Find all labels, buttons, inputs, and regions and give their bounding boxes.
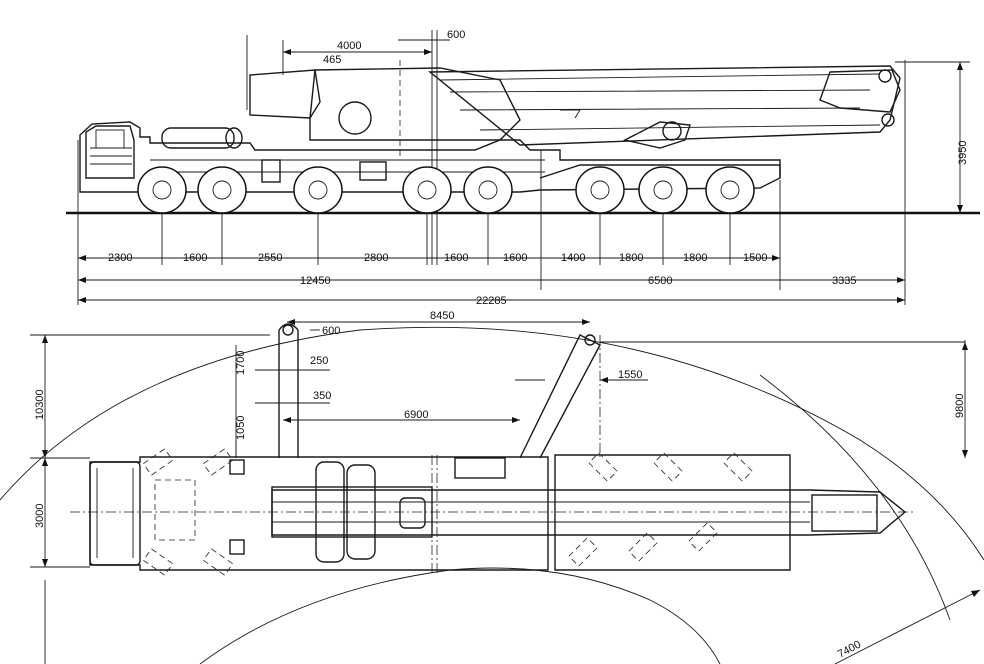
dim-1700: 1700	[235, 351, 247, 375]
trailer-top	[554, 454, 791, 571]
trailer-frame	[539, 164, 781, 179]
top-view: 8450 600 250 350 6900 1550 1700 1050 103…	[0, 310, 984, 664]
dim-3000: 3000	[34, 504, 46, 528]
sheave-bottom	[881, 113, 895, 127]
dim-1800-b: 1800	[683, 252, 707, 264]
counterweight	[249, 69, 321, 119]
dim-1050: 1050	[235, 416, 247, 440]
dim-6900: 6900	[404, 409, 428, 421]
cab-top	[89, 461, 141, 566]
dim-1800-a: 1800	[619, 252, 643, 264]
dim-1600-b: 1600	[444, 252, 468, 264]
dimension-lines	[78, 39, 961, 301]
dim-4000: 4000	[337, 40, 361, 52]
dim-1400: 1400	[561, 252, 585, 264]
outrigger-right	[519, 334, 601, 459]
dim-7400: 7400	[836, 639, 863, 661]
dim-1600-a: 1600	[183, 252, 207, 264]
dim-1550: 1550	[618, 369, 642, 381]
dim-2550: 2550	[258, 252, 282, 264]
dim-2800: 2800	[364, 252, 388, 264]
slew-radius-arc-inner	[199, 567, 721, 664]
dim-6500: 6500	[648, 275, 672, 287]
slew-radius-arc-right	[759, 374, 951, 621]
dim-1600-c: 1600	[503, 252, 527, 264]
arrowheads	[78, 49, 963, 303]
dim-2300: 2300	[108, 252, 132, 264]
top-arrowheads	[42, 319, 980, 597]
outriggers	[278, 323, 601, 459]
slew-radius-arc-outer	[0, 326, 984, 561]
boom-head-top	[811, 494, 878, 532]
dim-250: 250	[310, 355, 328, 367]
side-wheels	[137, 166, 755, 214]
side-view: 2300 1600 2550 2800 1600 1600 1400 1800 …	[66, 29, 980, 307]
dim-10300: 10300	[34, 389, 46, 420]
boom-top	[271, 489, 907, 536]
top-wheels	[142, 448, 753, 576]
slew-ring	[338, 101, 372, 135]
dim-12450: 12450	[300, 275, 331, 287]
dim-9800: 9800	[954, 394, 966, 418]
dim-1500: 1500	[743, 252, 767, 264]
dim-3335: 3335	[832, 275, 856, 287]
dim-600-side: 600	[322, 325, 340, 337]
top-dimension-labels: 8450 600 250 350 6900 1550 1700 1050 103…	[34, 310, 966, 661]
carrier-top	[70, 335, 915, 575]
boom-tip	[819, 69, 901, 113]
battery-box	[261, 159, 281, 183]
dim-22285: 22285	[476, 295, 507, 307]
dim-465: 465	[323, 54, 341, 66]
cab-window	[95, 129, 125, 149]
upper-structure	[249, 60, 901, 160]
engine-tank	[161, 127, 235, 149]
dim-600-top: 600	[447, 29, 465, 41]
cab-grille	[90, 147, 132, 165]
hook-block	[622, 121, 691, 149]
tool-box	[359, 161, 387, 181]
sheave-top	[878, 69, 892, 83]
dim-350: 350	[313, 390, 331, 402]
boom	[428, 65, 901, 146]
jack-pads	[229, 459, 245, 555]
dim-3950: 3950	[957, 141, 969, 165]
cab	[85, 125, 135, 179]
dim-8450: 8450	[430, 310, 454, 322]
side-dimension-labels: 2300 1600 2550 2800 1600 1600 1400 1800 …	[108, 29, 969, 307]
superstructure	[309, 67, 521, 141]
outrigger-left	[278, 323, 299, 458]
top-dimension-lines	[30, 321, 981, 664]
